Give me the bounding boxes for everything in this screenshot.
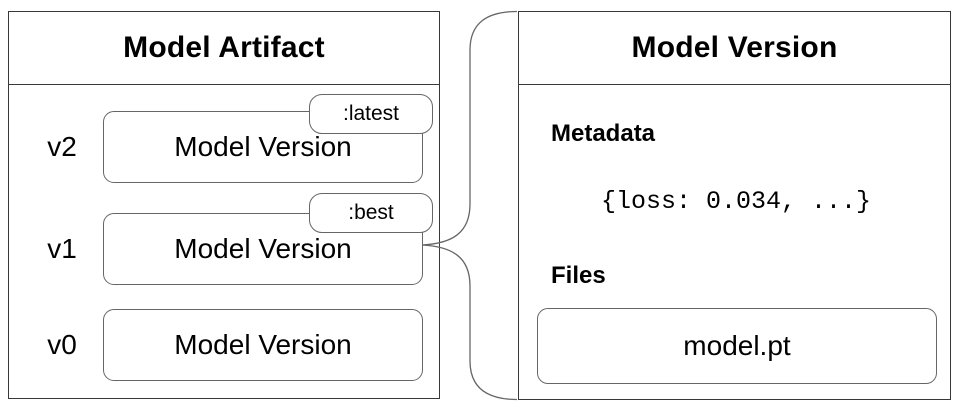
files-heading: Files	[551, 262, 606, 289]
metadata-heading: Metadata	[551, 120, 656, 147]
version-label-v2: v2	[47, 131, 77, 162]
model-artifact-panel: Model Artifact v2 Model Version :latest …	[8, 11, 440, 399]
model-version-box-v1: Model Version	[103, 213, 423, 285]
file-item-model-pt: model.pt	[537, 308, 937, 384]
model-version-detail-panel: Model Version Metadata {loss: 0.034, ...…	[518, 11, 951, 400]
metadata-value: {loss: 0.034, ...}	[601, 187, 872, 216]
version-label-v0: v0	[47, 329, 77, 360]
alias-tag-latest: :latest	[309, 94, 433, 134]
model-version-box-v0: Model Version	[103, 309, 423, 381]
version-label-v1: v1	[47, 233, 77, 264]
model-version-detail-title: Model Version	[519, 12, 950, 85]
alias-tag-best: :best	[309, 193, 433, 233]
model-artifact-title: Model Artifact	[9, 12, 439, 85]
